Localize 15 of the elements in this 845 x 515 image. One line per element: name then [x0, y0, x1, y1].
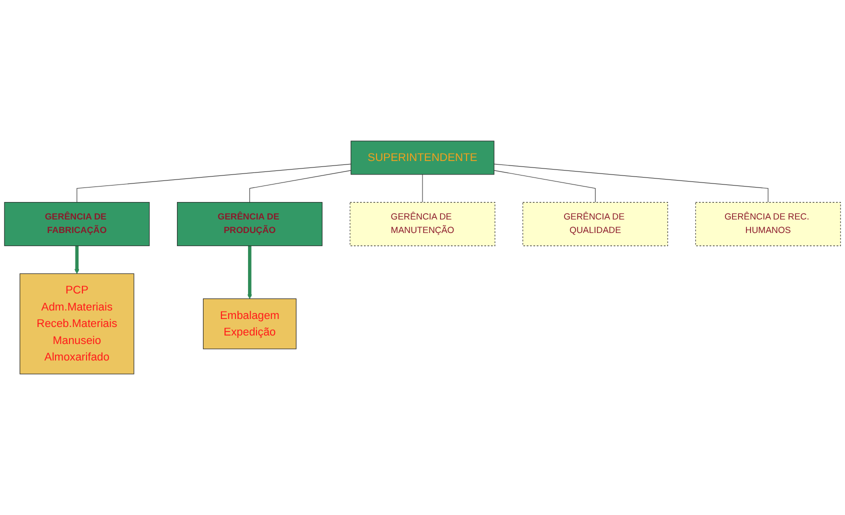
arrow	[247, 246, 252, 299]
node-box: Embalagem Expedição	[202, 298, 296, 350]
connector	[422, 174, 423, 203]
node-box: PCP Adm.Materiais Receb.Materiais Manuseio Almoxarifado	[20, 273, 134, 374]
connector	[494, 170, 596, 203]
connector	[76, 164, 352, 203]
node-box: GERÊNCIA DE QUALIDADE	[522, 202, 668, 246]
node-box: GERÊNCIA DE PRODUÇÃO	[176, 202, 322, 246]
node-box: SUPERINTENDENTE	[350, 140, 494, 175]
node-box: GERÊNCIA DE MANUTENÇÃO	[350, 202, 496, 246]
connector	[249, 170, 352, 203]
node-box: GERÊNCIA DE REC. HUMANOS	[695, 202, 841, 246]
node-box: GERÊNCIA DE FABRICAÇÃO	[4, 202, 150, 246]
connector	[494, 164, 768, 203]
arrow	[74, 246, 80, 274]
